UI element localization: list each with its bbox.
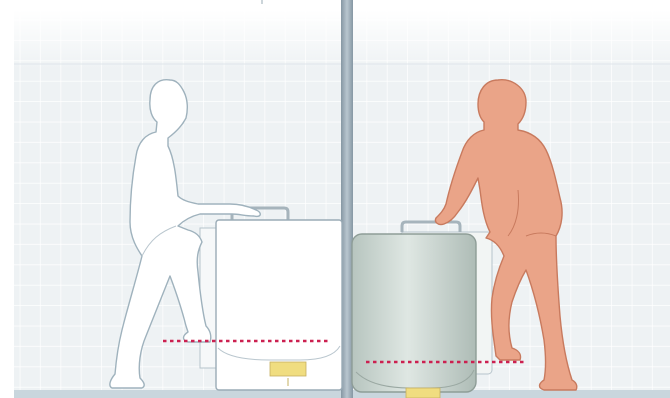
right-bathtub xyxy=(352,222,492,398)
divider-pillar xyxy=(341,0,353,398)
left-bathtub xyxy=(200,208,342,390)
